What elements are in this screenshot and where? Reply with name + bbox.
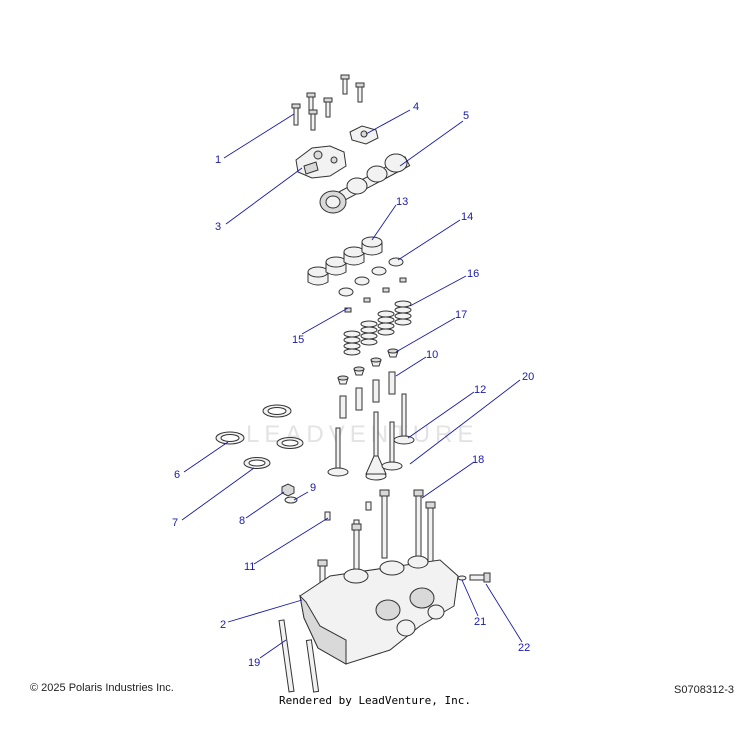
callout-16[interactable]: 16 [467,268,479,280]
callout-13[interactable]: 13 [396,196,408,208]
camshaft[interactable] [319,153,411,214]
callout-11[interactable]: 11 [244,561,255,573]
callout-20[interactable]: 20 [522,371,534,383]
callout-5[interactable]: 5 [463,110,469,122]
cylinder-head[interactable] [299,555,459,665]
callout-8[interactable]: 8 [239,515,245,527]
valve-guides[interactable] [339,371,396,419]
valve-keepers[interactable] [344,277,407,313]
callout-labels: 1 2 3 4 5 6 7 8 9 10 11 12 13 14 15 16 1… [172,101,534,669]
callout-7[interactable]: 7 [172,517,178,529]
nut-and-washer[interactable] [281,483,298,504]
diagram-id: S0708312-3 [674,684,734,696]
plug-bolt-and-washer[interactable] [457,572,491,583]
callout-1[interactable]: 1 [215,154,221,166]
valve-springs[interactable] [343,300,412,356]
valve-buckets[interactable] [307,236,383,286]
rendered-by-notice: Rendered by LeadVenture, Inc. [278,694,472,707]
callout-22[interactable]: 22 [518,642,530,654]
copyright-notice: © 2025 Polaris Industries Inc. [30,682,174,694]
callout-18[interactable]: 18 [472,454,484,466]
callout-4[interactable]: 4 [413,101,419,113]
callout-17[interactable]: 17 [455,309,467,321]
callout-14[interactable]: 14 [461,211,473,223]
cam-cap-small[interactable] [349,125,379,145]
callout-2[interactable]: 2 [220,619,226,631]
callout-15[interactable]: 15 [292,334,304,346]
bolt-group[interactable] [291,74,365,131]
valve-stem-seals[interactable] [337,348,399,385]
cam-carrier[interactable] [295,145,347,179]
callout-3[interactable]: 3 [215,221,221,233]
spring-retainers[interactable] [338,257,404,297]
callout-9[interactable]: 9 [310,482,316,494]
intake-valves[interactable] [327,411,387,481]
stud-bolt[interactable] [278,619,320,693]
callout-12[interactable]: 12 [474,384,486,396]
exhaust-valves[interactable] [381,393,415,471]
callout-19[interactable]: 19 [248,657,260,669]
intake-seal-rings[interactable] [215,404,304,469]
callout-21[interactable]: 21 [474,616,486,628]
callout-10[interactable]: 10 [426,349,438,361]
leader-lines [181,109,523,659]
callout-6[interactable]: 6 [174,469,180,481]
